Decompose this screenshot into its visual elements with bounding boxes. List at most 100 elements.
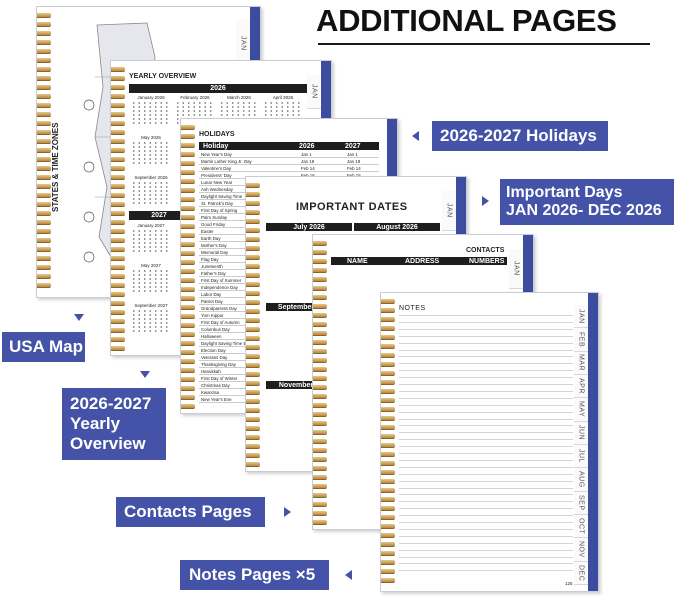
holiday-name: Christmas Day bbox=[201, 382, 230, 388]
spiral-binding bbox=[246, 183, 260, 471]
label-notes-pages: Notes Pages ×5 bbox=[180, 560, 329, 590]
ruled-line bbox=[399, 384, 573, 385]
month-calendar: January 2027 bbox=[131, 223, 171, 253]
ruled-line bbox=[399, 363, 573, 365]
spiral-binding bbox=[111, 67, 125, 355]
holidays-header-row: Holiday 2026 2027 bbox=[199, 142, 379, 150]
tab-jan: JAN bbox=[307, 75, 321, 109]
month-calendar: May 2027 bbox=[131, 263, 171, 293]
label-important-days-line2: JAN 2026- DEC 2026 bbox=[506, 202, 662, 219]
month-bar: July 2026 bbox=[266, 223, 352, 231]
holiday-name: Election Day bbox=[201, 347, 226, 353]
holiday-name: St. Patrick's Day bbox=[201, 200, 234, 206]
holiday-2027: Feb 15 bbox=[347, 172, 361, 178]
col-name: NAME bbox=[347, 257, 368, 265]
holiday-name: Mother's Day bbox=[201, 242, 227, 248]
ruled-line bbox=[399, 473, 573, 475]
holiday-name: Presidents' Day bbox=[201, 172, 232, 178]
ruled-line bbox=[399, 432, 573, 434]
col-2027: 2027 bbox=[345, 142, 361, 150]
month-calendar: January 2026 bbox=[131, 95, 171, 125]
label-yearly-line1: 2026-2027 bbox=[70, 394, 152, 413]
holiday-name: Flag Day bbox=[201, 256, 219, 262]
ruled-line bbox=[399, 425, 573, 427]
col-holiday: Holiday bbox=[203, 142, 229, 150]
month-bar: November bbox=[266, 381, 326, 389]
label-yearly-line3: Overview bbox=[70, 434, 146, 453]
holiday-name: Patriot Day bbox=[201, 298, 223, 304]
ruled-line bbox=[399, 335, 573, 337]
month-tab[interactable]: APR bbox=[574, 374, 588, 399]
ruled-line bbox=[399, 487, 573, 489]
label-yearly-line2: Yearly bbox=[70, 414, 121, 433]
month-tab[interactable]: JUL bbox=[574, 444, 588, 469]
month-tab[interactable]: JAN bbox=[574, 305, 588, 329]
notes-heading: NOTES bbox=[399, 305, 426, 312]
page-title: ADDITIONAL PAGES bbox=[316, 3, 617, 38]
year-2027-bar: 2027 bbox=[129, 211, 189, 220]
month-tab[interactable]: SEP bbox=[574, 491, 588, 515]
holiday-name: Memorial Day bbox=[201, 249, 229, 255]
holiday-2027: Jan 1 bbox=[347, 151, 358, 157]
month-tab[interactable]: DEC bbox=[574, 561, 588, 585]
ruled-line bbox=[399, 315, 573, 316]
holiday-name: Palm Sunday bbox=[201, 214, 228, 220]
month-calendar: September 2026 bbox=[131, 175, 171, 205]
holiday-name: Lunar New Year bbox=[201, 179, 233, 185]
holiday-name: Good Friday bbox=[201, 221, 226, 227]
holiday-name: Kwanzaa bbox=[201, 389, 220, 395]
ruled-line bbox=[399, 542, 573, 544]
arrow-down-icon bbox=[74, 314, 84, 321]
holiday-name: First Day of Winter bbox=[201, 375, 238, 381]
ruled-line bbox=[399, 411, 573, 413]
month-tab[interactable]: FEB bbox=[574, 328, 588, 352]
month-tab[interactable]: NOV bbox=[574, 538, 588, 562]
holidays-heading: HOLIDAYS bbox=[199, 131, 235, 138]
title-underline bbox=[318, 43, 650, 45]
map-heading: STATES & TIME ZONES bbox=[51, 122, 60, 212]
ruled-line bbox=[399, 508, 573, 510]
holiday-name: First Day of Spring bbox=[201, 207, 238, 213]
holiday-name: Yom Kippur bbox=[201, 312, 224, 318]
ruled-line bbox=[399, 570, 573, 572]
holiday-name: Veterans Day bbox=[201, 354, 228, 360]
ruled-line bbox=[399, 418, 573, 420]
holiday-name: New Year's Eve bbox=[201, 396, 232, 402]
holiday-name: Easter bbox=[201, 228, 214, 234]
ruled-line bbox=[399, 480, 573, 482]
col-address: ADDRESS bbox=[405, 257, 440, 265]
holiday-name: Independence Day bbox=[201, 284, 238, 290]
yearly-heading: YEARLY OVERVIEW bbox=[129, 73, 197, 80]
holiday-name: Earth Day bbox=[201, 235, 221, 241]
month-tab[interactable]: JUN bbox=[574, 421, 588, 445]
arrow-left-icon bbox=[412, 131, 419, 141]
label-yearly-overview: 2026-2027 Yearly Overview bbox=[62, 388, 166, 460]
holiday-name: Halloween bbox=[201, 333, 222, 339]
contacts-heading: CONTACTS bbox=[466, 247, 505, 254]
ruled-line bbox=[399, 528, 573, 530]
tab-jan: JAN bbox=[509, 249, 523, 289]
ruled-line bbox=[399, 453, 573, 454]
label-important-days-line1: Important Days bbox=[506, 184, 623, 201]
ruled-line bbox=[399, 563, 573, 565]
tab-jan: JAN bbox=[442, 191, 456, 231]
ruled-line bbox=[399, 377, 573, 379]
holiday-name: Hanukkah bbox=[201, 368, 221, 374]
ruled-line bbox=[399, 328, 573, 330]
holiday-name: Martin Luther King Jr. Day bbox=[201, 158, 252, 164]
ruled-line bbox=[399, 404, 573, 406]
month-tab[interactable]: OCT bbox=[574, 514, 588, 539]
holiday-name: Juneteenth bbox=[201, 263, 223, 269]
holiday-2026: Jan 19 bbox=[301, 158, 315, 164]
month-tab[interactable]: AUG bbox=[574, 468, 588, 492]
month-tab[interactable]: MAR bbox=[574, 351, 588, 375]
cover-edge bbox=[588, 293, 598, 591]
ruled-line bbox=[399, 390, 573, 392]
ruled-line bbox=[399, 342, 573, 344]
label-holidays: 2026-2027 Holidays bbox=[432, 121, 608, 151]
holiday-name: Grandparents Day bbox=[201, 305, 237, 311]
month-tab[interactable]: MAY bbox=[574, 398, 588, 422]
col-2026: 2026 bbox=[299, 142, 315, 150]
ruled-line bbox=[399, 549, 573, 551]
